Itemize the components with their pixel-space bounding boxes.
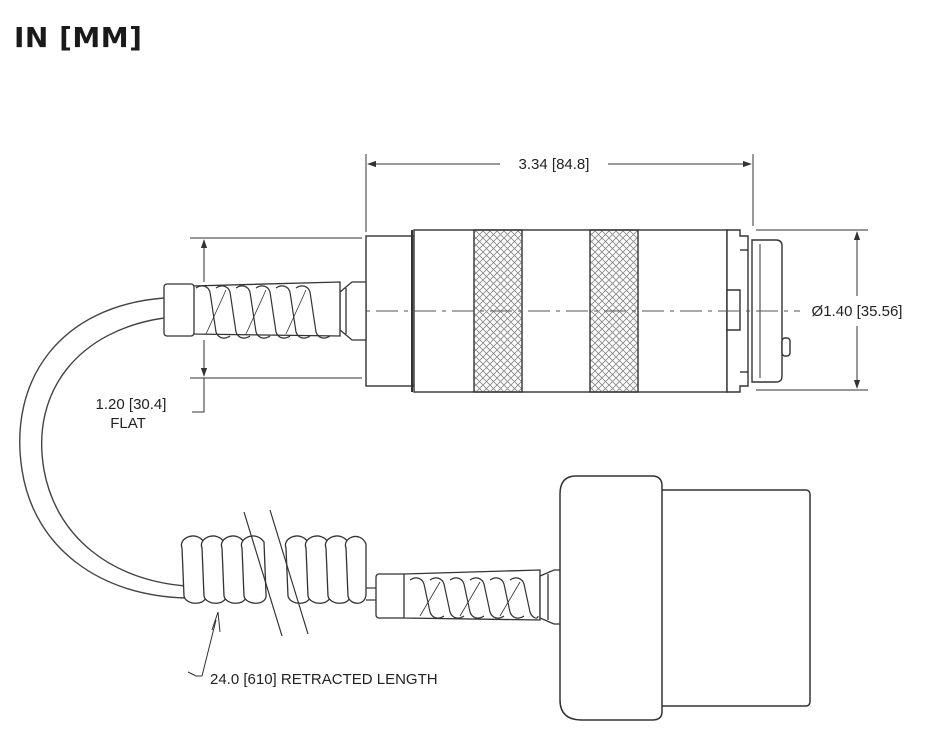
key-tab [781, 337, 791, 357]
top-strain-relief [163, 281, 367, 341]
cable [19, 297, 187, 599]
dim-diameter [756, 229, 868, 391]
dim-retracted-leader [187, 611, 221, 677]
top-spring-coils [195, 285, 331, 339]
flat-label-line2: FLAT [110, 415, 146, 432]
diameter-label: Ø1.40 [35.56] [812, 303, 903, 320]
dim-flat [190, 237, 362, 413]
coiled-cord [180, 535, 367, 604]
dim-body-length [365, 154, 754, 232]
retracted-length-label: 24.0 [610] RETRACTED LENGTH [210, 671, 438, 688]
break-lines [243, 509, 309, 637]
body-length-label: 3.34 [84.8] [519, 156, 590, 173]
flat-label-line1: 1.20 [30.4] [96, 396, 167, 413]
dust-cap [559, 475, 811, 721]
page-title: IN [MM] [14, 21, 143, 54]
bottom-spring-coils [409, 577, 539, 619]
